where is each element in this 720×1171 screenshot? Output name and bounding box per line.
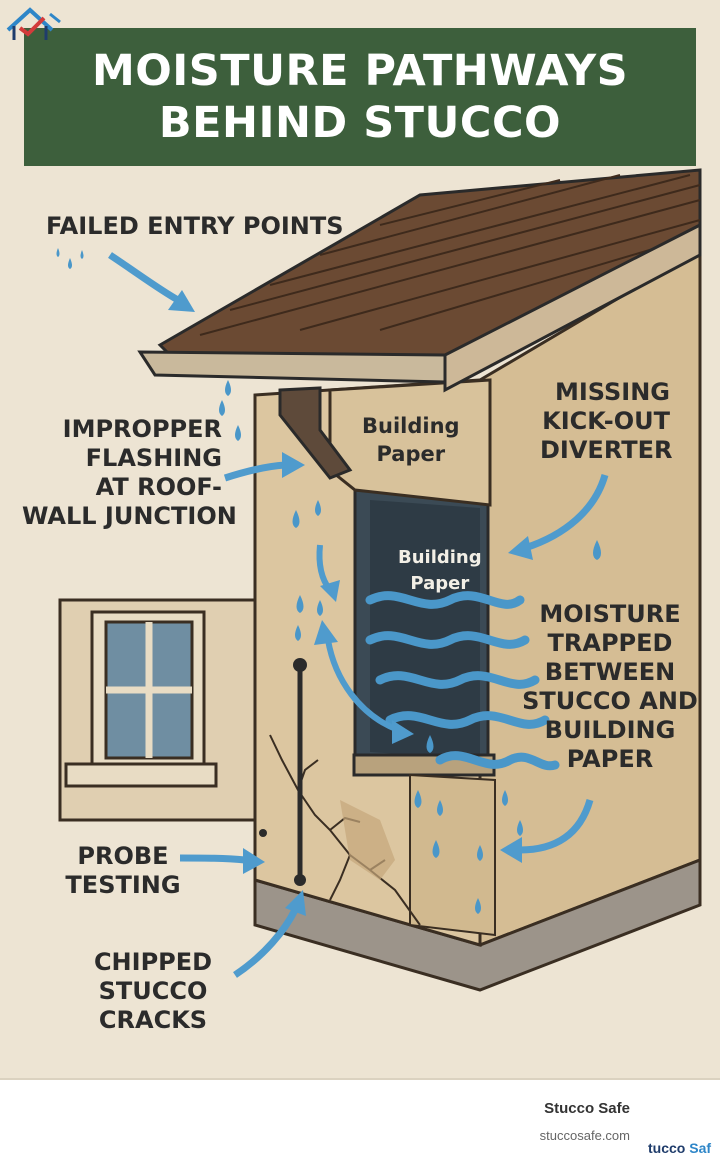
callout-chipped-stucco-cracks: CHIPPED STUCCO CRACKS bbox=[93, 948, 213, 1034]
title-line-1: MOISTURE PATHWAYS bbox=[91, 46, 629, 96]
stucco-safe-logo-icon bbox=[6, 7, 61, 40]
water-droplets bbox=[56, 248, 601, 914]
building-paper-label-top: Building Paper bbox=[362, 414, 460, 466]
callout-probe-testing: PROBE TESTING bbox=[65, 842, 181, 899]
title-line-2: BEHIND STUCCO bbox=[158, 98, 562, 148]
building-paper-label-window: Building Paper bbox=[398, 547, 482, 594]
window-sill bbox=[64, 762, 218, 788]
callout-moisture-trapped: MOISTURE TRAPPED BETWEEN STUCCO AND BUIL… bbox=[522, 600, 698, 773]
callout-improper-flashing: IMPROPPER FLASHING AT ROOF- WALL JUNCTIO… bbox=[22, 415, 237, 530]
logo-text: tucco Saf bbox=[648, 1140, 712, 1156]
callout-failed-entry-points: FAILED ENTRY POINTS bbox=[46, 212, 344, 240]
footer bbox=[0, 1080, 720, 1171]
title-banner: MOISTURE PATHWAYS BEHIND STUCCO bbox=[24, 28, 696, 166]
probe-tool bbox=[259, 658, 307, 886]
brand-name: Stucco Safe bbox=[544, 1100, 630, 1117]
callout-arrows bbox=[108, 252, 609, 978]
stucco-panel bbox=[409, 773, 496, 937]
brand-url[interactable]: stuccosafe.com bbox=[539, 1128, 630, 1143]
water-waves bbox=[365, 591, 560, 771]
callout-kick-out-diverter: MISSING KICK-OUT DIVERTER bbox=[540, 378, 673, 464]
gutter bbox=[137, 350, 447, 384]
